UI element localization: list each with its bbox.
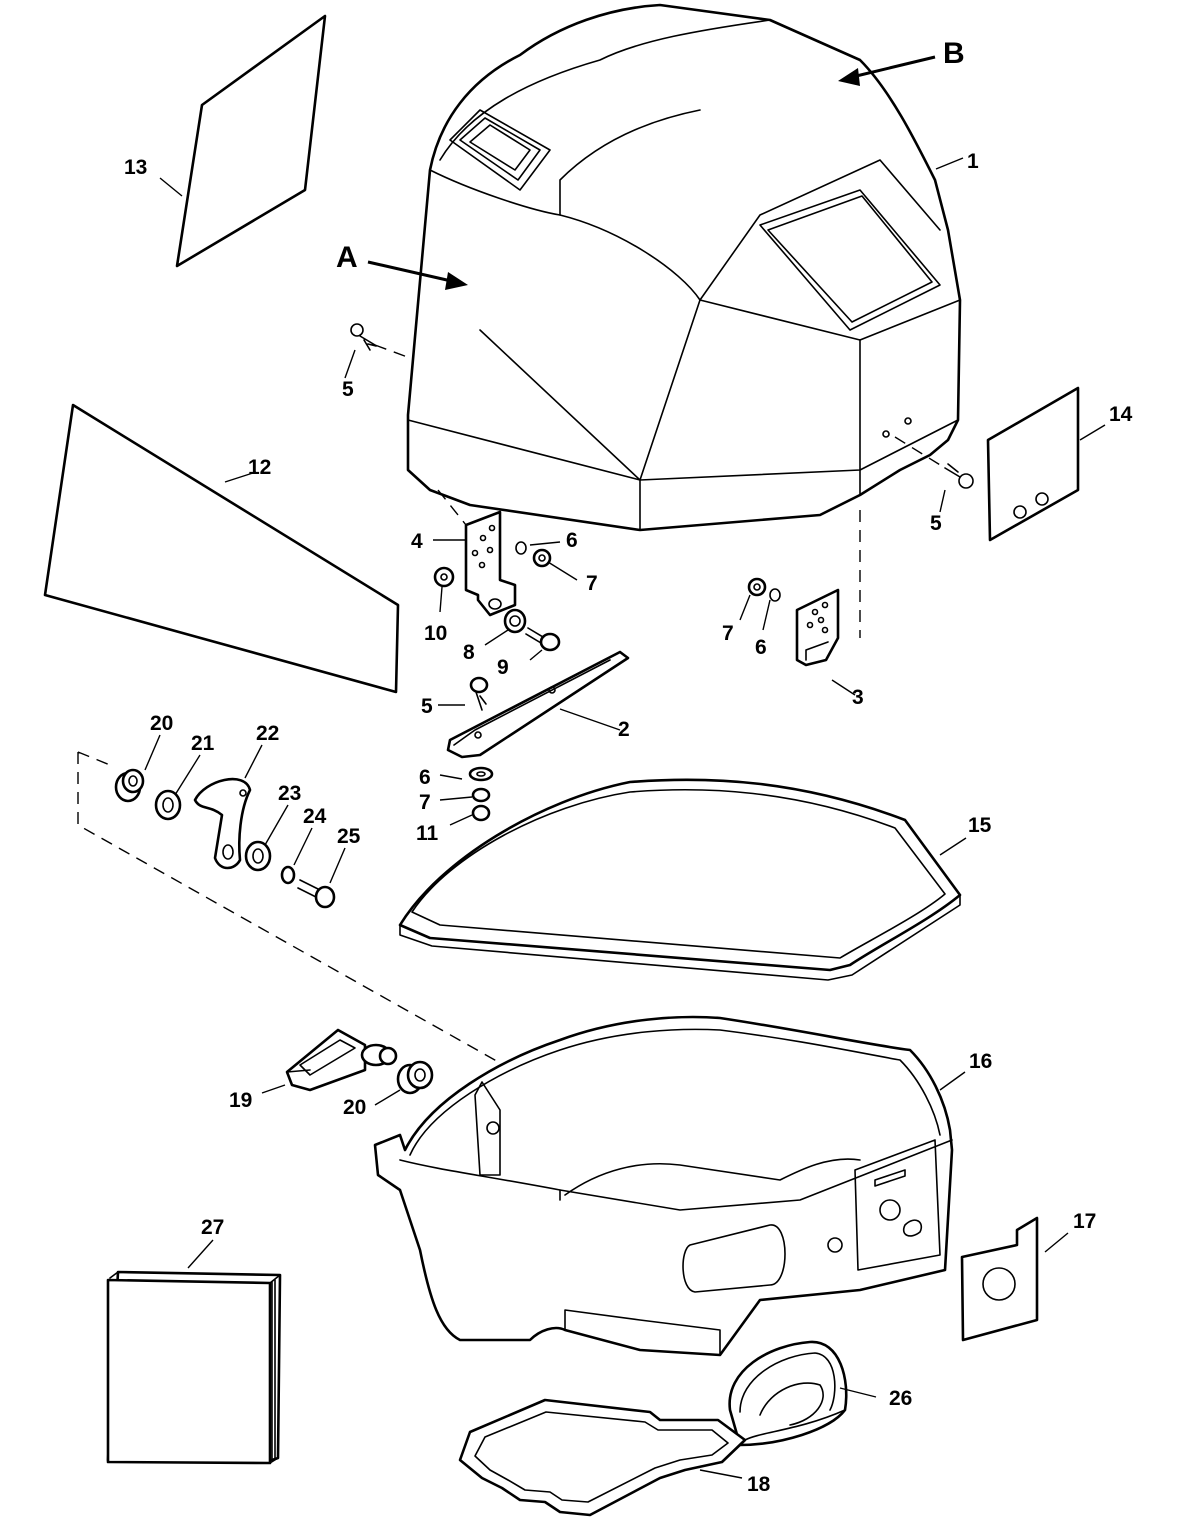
callout-20-upper: 20 (150, 712, 173, 735)
plate-14 (986, 386, 1080, 542)
callout-20-lower: 20 (343, 1096, 366, 1119)
view-label-b: B (943, 37, 965, 70)
callout-4: 4 (411, 530, 423, 553)
callout-6-lower: 6 (419, 766, 431, 789)
callout-5-lower: 5 (421, 695, 433, 718)
grommet-26 (728, 1340, 848, 1447)
washer-6-lower (468, 766, 494, 782)
view-arrow-a (367, 260, 468, 290)
callout-3: 3 (852, 686, 864, 709)
nut-7-upper (532, 548, 552, 568)
washer-23 (244, 840, 272, 872)
washer-6-upper (515, 541, 527, 555)
gasket-18 (458, 1398, 747, 1517)
callout-23: 23 (278, 782, 301, 805)
lockwasher-24 (280, 865, 296, 885)
latch-lever-22 (193, 777, 252, 870)
callout-25: 25 (337, 825, 361, 848)
callout-7-lower: 7 (419, 791, 431, 814)
decal-12 (43, 403, 400, 694)
callout-16: 16 (969, 1050, 992, 1073)
spacer-8 (503, 608, 527, 634)
callout-5-upper: 5 (342, 378, 354, 401)
callout-7-right: 7 (722, 622, 734, 645)
callout-24: 24 (303, 805, 327, 828)
lever-19 (285, 1028, 398, 1092)
bolt-9 (525, 627, 561, 652)
bracket-3 (795, 588, 840, 667)
callout-15: 15 (968, 814, 992, 837)
callout-5-right: 5 (930, 512, 942, 535)
bolt-25 (297, 879, 336, 909)
callout-2: 2 (618, 718, 630, 741)
lockwasher-7-lower (471, 787, 491, 803)
callout-21: 21 (191, 732, 215, 755)
seal-15 (398, 778, 962, 981)
callout-14: 14 (1109, 403, 1133, 426)
callout-8: 8 (463, 641, 475, 664)
callout-12: 12 (248, 456, 271, 479)
plate-17 (960, 1216, 1039, 1342)
nut-7-right (747, 577, 767, 597)
bottom-cowl (373, 1015, 954, 1357)
callout-1: 1 (967, 150, 979, 173)
bushing-20-lower (396, 1060, 434, 1095)
callout-10: 10 (424, 622, 447, 645)
nut-10 (433, 566, 455, 588)
bushing-20-upper (114, 768, 145, 803)
callout-13: 13 (124, 156, 147, 179)
top-cowl (406, 3, 962, 532)
callout-19: 19 (229, 1089, 252, 1112)
callout-9: 9 (497, 656, 509, 679)
washer-21 (154, 789, 182, 821)
manual-27 (106, 1270, 282, 1465)
callout-17: 17 (1073, 1210, 1096, 1233)
screw-5-right (944, 463, 974, 489)
callout-22: 22 (256, 722, 279, 745)
nut-11 (471, 804, 491, 822)
screw-5-lower (469, 676, 489, 711)
callout-6-upper: 6 (566, 529, 578, 552)
callout-27: 27 (201, 1216, 224, 1239)
view-arrow-b (838, 55, 936, 86)
callout-26: 26 (889, 1387, 912, 1410)
washer-6-right (769, 588, 781, 602)
callout-6-right: 6 (755, 636, 767, 659)
callout-7-upper: 7 (586, 572, 598, 595)
callout-18: 18 (747, 1473, 771, 1496)
decal-13 (175, 14, 327, 268)
screw-5-upper (350, 323, 377, 351)
callout-11: 11 (416, 822, 439, 845)
latch-bar-2 (446, 650, 630, 759)
view-label-a: A (336, 241, 358, 274)
bracket-4 (464, 510, 517, 617)
